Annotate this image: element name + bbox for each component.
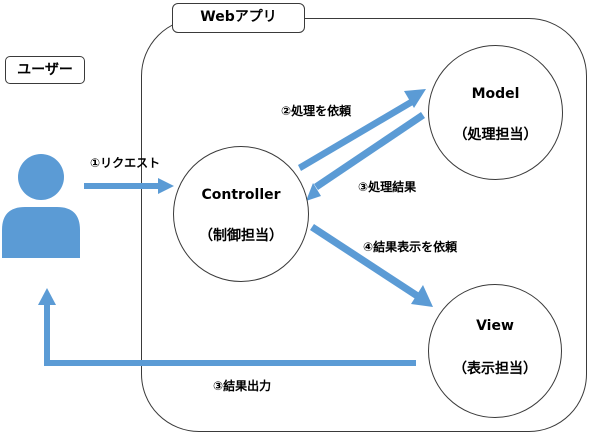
webapp-boundary (141, 18, 587, 432)
to-model-arrow (298, 89, 426, 171)
webapp-title-tab: Webアプリ (172, 3, 305, 33)
request-arrow (84, 178, 174, 194)
model-role: （処理担当） (453, 127, 538, 143)
to-view-label: ④結果表示を依頼 (363, 240, 458, 254)
model-name: Model (471, 86, 520, 102)
view-node: View （表示担当） (428, 284, 562, 418)
view-role: （表示担当） (453, 361, 537, 377)
to-view-arrow (310, 224, 433, 307)
to-user-label: ③結果出力 (213, 379, 272, 393)
user-label: ユーザー (17, 62, 73, 78)
person-icon (2, 154, 80, 258)
user-label-box: ユーザー (5, 56, 85, 84)
webapp-title: Webアプリ (200, 9, 277, 25)
controller-node: Controller （制御担当） (173, 146, 309, 282)
to-model-label: ②処理を依頼 (281, 104, 352, 118)
to-user-arrow (38, 288, 416, 366)
controller-name: Controller (201, 187, 281, 203)
from-model-arrow (306, 112, 425, 201)
from-model-label: ③処理結果 (358, 180, 417, 194)
view-name: View (476, 318, 514, 334)
controller-role: （制御担当） (199, 228, 283, 244)
request-label: ①リクエスト (90, 156, 161, 170)
model-node: Model （処理担当） (428, 45, 563, 180)
